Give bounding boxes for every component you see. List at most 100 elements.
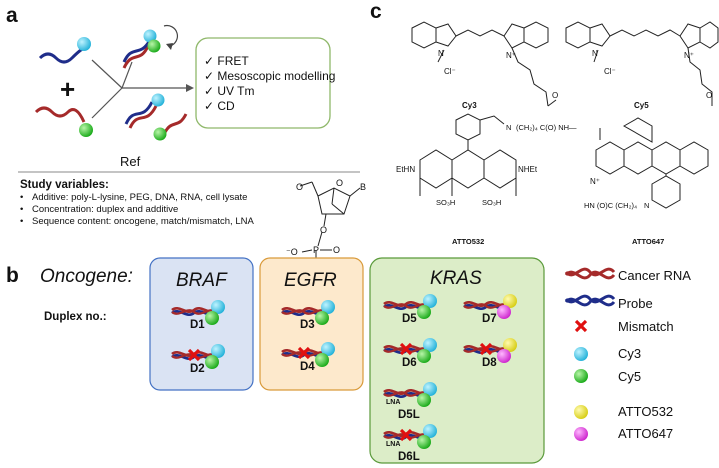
dye-acceptor bbox=[497, 305, 511, 319]
panel-label-c: c bbox=[370, 0, 382, 23]
lna-tag: LNA bbox=[386, 441, 400, 448]
chem-group: SO₃H bbox=[482, 198, 501, 207]
legend: Cancer RNA Probe Mismatch Cy3 Cy5 ATTO53… bbox=[564, 267, 691, 441]
legend-label: Probe bbox=[618, 296, 653, 311]
duplex-glyph bbox=[383, 338, 437, 363]
legend-label: Mismatch bbox=[618, 319, 674, 334]
legend-atto647-swatch bbox=[574, 427, 588, 441]
method-item: ✓ FRET bbox=[204, 54, 249, 68]
legend-label: Cy3 bbox=[618, 346, 641, 361]
duplex-id: D8 bbox=[482, 357, 497, 369]
dye-acceptor bbox=[497, 349, 511, 363]
svg-text:•: • bbox=[20, 216, 23, 227]
duplex-glyph bbox=[383, 294, 437, 319]
dye-donor bbox=[423, 294, 437, 308]
duplex-glyph bbox=[171, 300, 225, 325]
study-item: Additive: poly-L-lysine, PEG, DNA, RNA, … bbox=[32, 192, 247, 203]
dye-donor bbox=[211, 300, 225, 314]
chem-atom: N bbox=[644, 201, 649, 210]
probe-strand bbox=[38, 46, 85, 64]
duplex-id: D6L bbox=[398, 451, 420, 463]
svg-text:•: • bbox=[20, 192, 23, 203]
chem-group: SO₃H bbox=[436, 198, 455, 207]
atto647-linker: HN (O)C (CH₂)₄ bbox=[584, 201, 637, 210]
dye-donor bbox=[321, 300, 335, 314]
chem-group: EtHN bbox=[396, 165, 415, 174]
atto532-linker: (CH₂)₄ C(O) NH— bbox=[516, 123, 577, 132]
duplex-glyph bbox=[383, 382, 437, 407]
duplex-id: D5L bbox=[398, 409, 420, 421]
dye-acceptor bbox=[417, 305, 431, 319]
group-box-egfr bbox=[259, 257, 364, 391]
chem-atom: N bbox=[592, 49, 598, 58]
duplex-id: D5 bbox=[402, 313, 417, 325]
study-item: Sequence content: oncogene, match/mismat… bbox=[32, 216, 254, 227]
legend-label: ATTO647 bbox=[618, 426, 673, 441]
legend-cy5-swatch bbox=[574, 369, 588, 383]
legend-atto532-swatch bbox=[574, 405, 588, 419]
dye-acceptor bbox=[315, 311, 329, 325]
duplex-id: D4 bbox=[300, 361, 315, 373]
chloride-label: Cl⁻ bbox=[444, 67, 456, 76]
chem-atom: N bbox=[506, 123, 511, 132]
cy5-structure bbox=[565, 21, 719, 106]
dye-donor bbox=[503, 338, 517, 352]
duplex-glyph bbox=[463, 294, 517, 319]
chem-atom: O bbox=[336, 178, 343, 188]
dye-donor bbox=[321, 342, 335, 356]
duplex-id: D3 bbox=[300, 319, 315, 331]
dye-acceptor bbox=[417, 435, 431, 449]
oncogene-label: Oncogene: bbox=[40, 266, 133, 287]
duplex-formed bbox=[122, 24, 179, 69]
panel-c: N N⁺ Cl⁻ O Cy3 N N⁺ Cl⁻ O Cy5 bbox=[396, 21, 719, 246]
group-name-kras: KRAS bbox=[430, 268, 482, 289]
duplex-id: D6 bbox=[402, 357, 417, 369]
chem-atom: O bbox=[333, 245, 340, 255]
methods-box bbox=[195, 37, 331, 129]
panel-b: Oncogene: Duplex no.: BRAF EGFR KRAS D1 … bbox=[40, 257, 691, 464]
legend-probe-swatch bbox=[564, 297, 616, 307]
dye-acceptor bbox=[205, 355, 219, 369]
legend-mismatch-swatch bbox=[574, 319, 588, 333]
cy5-dye-icon bbox=[79, 123, 93, 137]
legend-cancer-rna-swatch bbox=[564, 270, 616, 280]
chem-atom: N⁺ bbox=[684, 51, 694, 60]
chem-atom: N bbox=[438, 49, 444, 58]
panel-a: + ✓ FRET ✓ Mesoscopic modelling bbox=[18, 24, 366, 272]
legend-cy3-swatch bbox=[574, 347, 588, 361]
group-name-egfr: EGFR bbox=[284, 270, 337, 291]
duplex-dissociated bbox=[124, 93, 188, 141]
duplex-id: D7 bbox=[482, 313, 497, 325]
panel-label-a: a bbox=[6, 4, 18, 27]
legend-label: Cy5 bbox=[618, 369, 641, 384]
study-variables-title: Study variables: bbox=[20, 179, 109, 191]
chem-group: NHEt bbox=[518, 165, 538, 174]
plus-sign: + bbox=[60, 74, 75, 104]
duplex-label: Duplex no.: bbox=[44, 311, 107, 323]
chem-atom: O bbox=[320, 225, 327, 235]
chem-atom: N⁺ bbox=[506, 51, 516, 60]
dye-acceptor bbox=[205, 311, 219, 325]
dye-donor bbox=[423, 424, 437, 438]
duplex-glyph bbox=[383, 424, 437, 449]
method-item: ✓ Mesoscopic modelling bbox=[204, 69, 335, 83]
legend-label: ATTO532 bbox=[618, 404, 673, 419]
duplex-glyph bbox=[281, 300, 335, 325]
duplex-glyph bbox=[171, 344, 225, 369]
panel-label-b: b bbox=[6, 264, 19, 287]
chem-atom: O bbox=[552, 91, 558, 100]
duplex-glyph bbox=[463, 338, 517, 363]
dye-acceptor bbox=[417, 393, 431, 407]
dye-donor bbox=[423, 382, 437, 396]
lna-structure bbox=[299, 181, 361, 262]
lna-tag: LNA bbox=[386, 399, 400, 406]
method-item: ✓ CD bbox=[204, 99, 235, 113]
dye-name-cy3: Cy3 bbox=[462, 101, 477, 110]
dye-donor bbox=[503, 294, 517, 308]
chem-atom: O bbox=[296, 182, 303, 192]
group-name-braf: BRAF bbox=[176, 270, 228, 291]
duplex-id: D1 bbox=[190, 319, 205, 331]
dye-donor bbox=[423, 338, 437, 352]
chem-atom: B bbox=[360, 182, 366, 192]
dye-name-atto532: ATTO532 bbox=[452, 237, 484, 246]
